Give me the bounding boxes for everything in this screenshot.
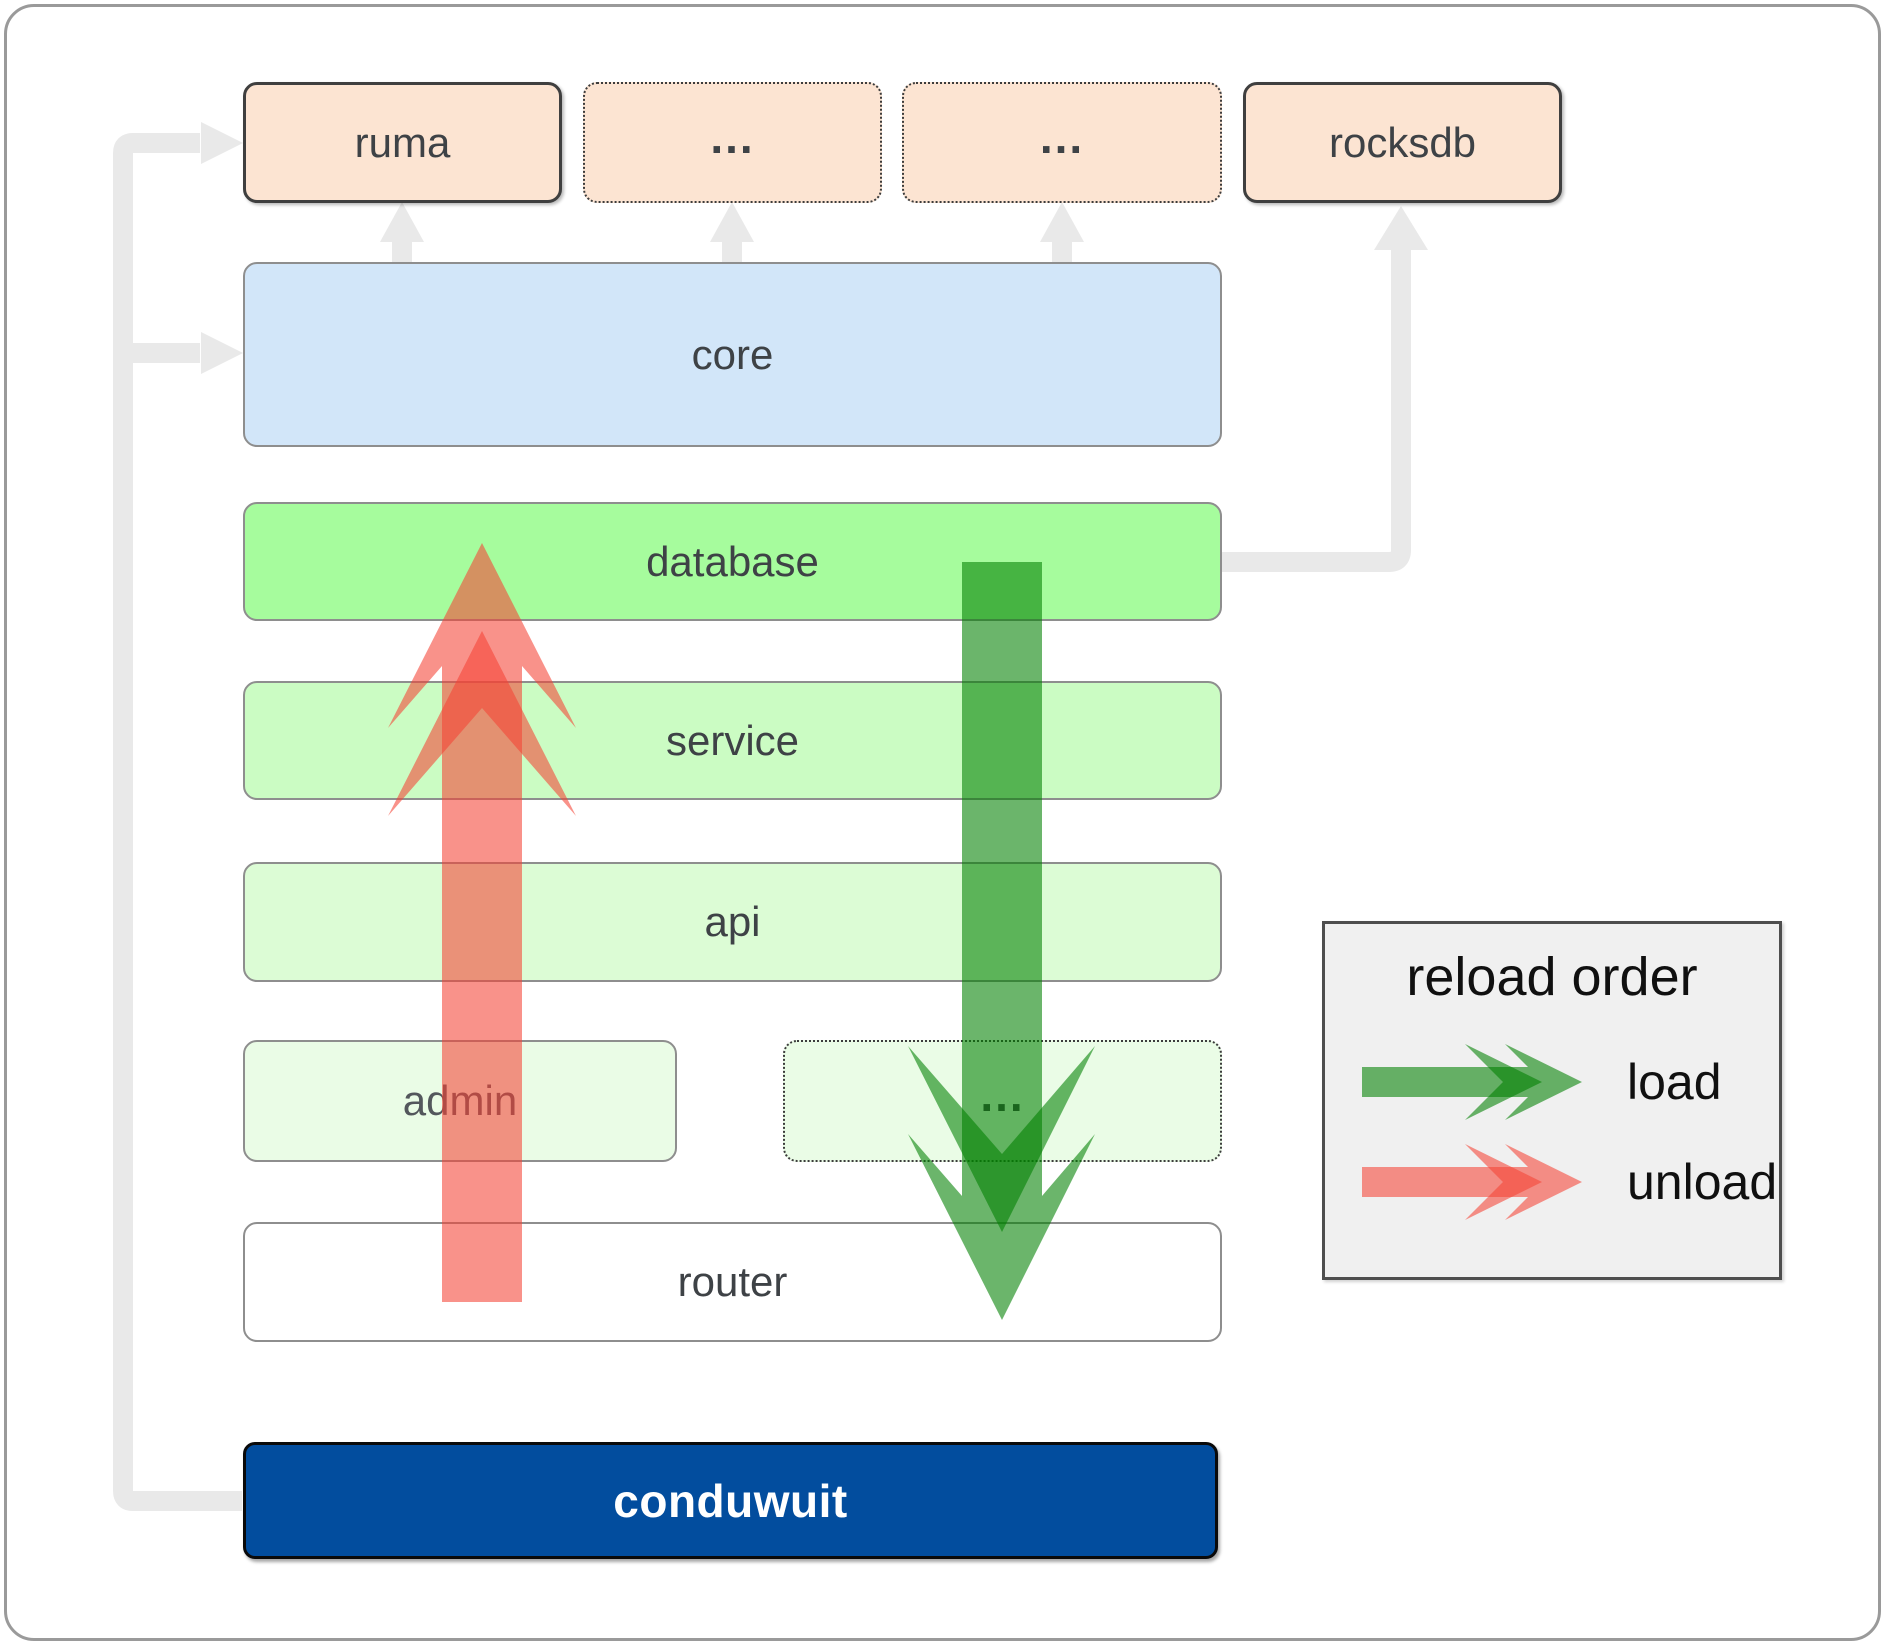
node-dots-2-label: ... (1039, 110, 1085, 163)
legend-unload-label: unload (1627, 1154, 1778, 1210)
node-core-label: core (691, 330, 774, 378)
node-dots-2: ... (902, 82, 1222, 203)
node-conduwuit: conduwuit (243, 1442, 1218, 1559)
node-api: api (243, 862, 1222, 982)
node-conduwuit-label: conduwuit (613, 1474, 848, 1527)
node-admin: admin (243, 1040, 677, 1162)
node-dots-1: ... (583, 82, 882, 203)
node-rocksdb-label: rocksdb (1328, 118, 1477, 166)
node-core: core (243, 262, 1222, 447)
node-database-label: database (646, 537, 819, 585)
node-router-label: router (677, 1258, 788, 1305)
node-dots-1-label: ... (710, 110, 755, 163)
node-dots-3-label: ... (980, 1069, 1025, 1121)
node-dots-3: ... (783, 1040, 1222, 1162)
node-ruma-label: ruma (354, 118, 451, 166)
legend-title: reload order (1406, 947, 1698, 1007)
outer-frame (4, 4, 1881, 1641)
legend-load-label: load (1627, 1054, 1722, 1110)
node-database: database (243, 502, 1222, 621)
node-ruma: ruma (243, 82, 562, 203)
node-router: router (243, 1222, 1222, 1342)
node-admin-label: admin (402, 1077, 518, 1124)
node-service: service (243, 681, 1222, 800)
node-rocksdb: rocksdb (1243, 82, 1562, 203)
node-service-label: service (665, 716, 800, 764)
node-api-label: api (704, 898, 761, 945)
